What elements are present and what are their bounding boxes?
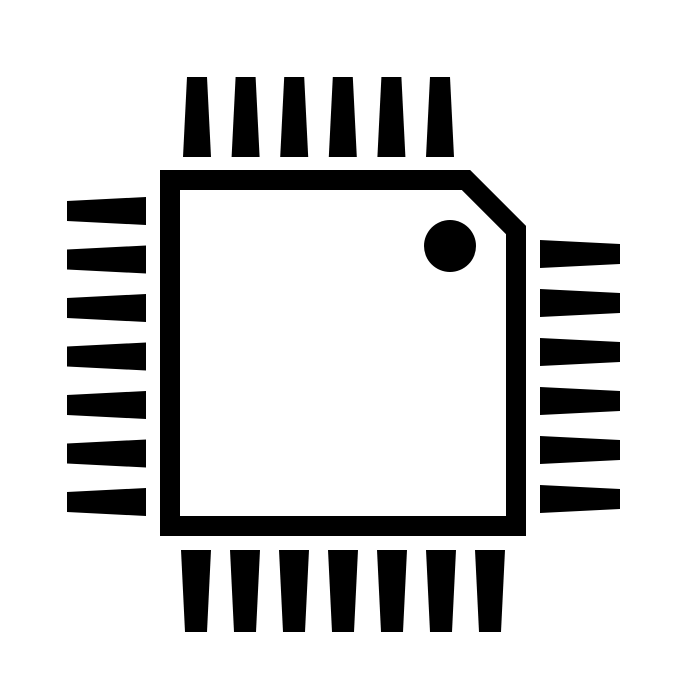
- pin-top: [328, 77, 357, 157]
- pin-left: [67, 488, 146, 516]
- pin-left: [67, 439, 146, 468]
- pin-bottom: [230, 550, 260, 632]
- pin-bottom: [328, 550, 358, 632]
- pin-bottom: [279, 550, 309, 632]
- pin-bottom: [475, 550, 505, 632]
- pin-right: [540, 387, 620, 415]
- pins-right: [540, 240, 620, 513]
- pin-left: [67, 294, 146, 322]
- pin-bottom: [426, 550, 456, 632]
- chip-body: [160, 170, 526, 536]
- pin-right: [540, 485, 620, 513]
- pin-left: [67, 391, 146, 419]
- pin-top: [183, 77, 211, 157]
- pin-bottom: [181, 550, 211, 632]
- pin-right: [540, 289, 620, 317]
- pins-top: [183, 77, 454, 157]
- pins-left: [67, 197, 146, 516]
- pin-top: [280, 77, 309, 157]
- pin1-marker-dot: [424, 220, 476, 272]
- pin-right: [540, 436, 620, 464]
- pin-top: [426, 77, 454, 157]
- chip-body-group: [160, 170, 526, 536]
- pin-left: [67, 245, 146, 274]
- pin-right: [540, 240, 620, 268]
- pin-left: [67, 197, 146, 225]
- pin-right: [540, 338, 620, 366]
- pin-left: [67, 342, 146, 371]
- pin-bottom: [377, 550, 407, 632]
- pin-top: [231, 77, 260, 157]
- pin-top: [377, 77, 406, 157]
- pins-bottom: [181, 550, 505, 632]
